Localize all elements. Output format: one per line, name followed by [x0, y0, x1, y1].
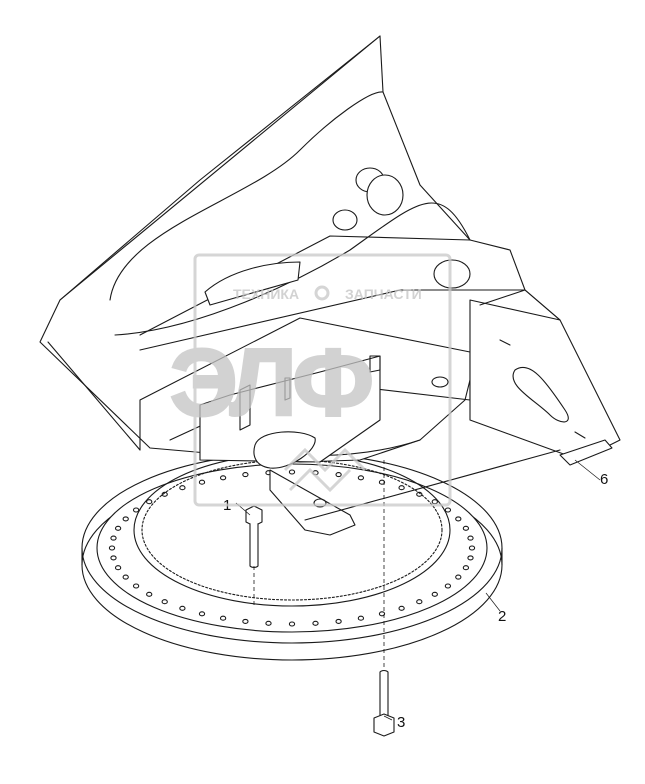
ring-bolt-holes [108, 469, 476, 627]
callout-3: 3 [397, 714, 405, 731]
watermark-top-text: ТЕХНИКА [233, 286, 299, 302]
ring-bolt-hole [357, 475, 365, 481]
turntable-frame [39, 35, 561, 536]
ring-bolt-hole [146, 591, 153, 597]
watermark-logo: ТЕХНИКА ЗАПЧАСТИ ЭЛФ [169, 253, 452, 507]
ring-bolt-hole [462, 525, 470, 531]
connecting-rod [304, 449, 561, 521]
ring-bolt-hole [288, 621, 296, 627]
ring-bolt-hole [219, 615, 227, 621]
ring-bolt-hole [288, 469, 296, 475]
callout-2: 2 [498, 608, 506, 625]
ring-bolt-hole [108, 545, 116, 551]
ring-bolt-hole [312, 620, 319, 626]
ring-bolt-hole [398, 485, 405, 491]
ring-bolt-hole [431, 591, 438, 597]
ring-bolt-hole [146, 499, 153, 505]
ring-bolt-hole [467, 535, 474, 541]
ring-bolt-hole [110, 555, 117, 561]
ring-bolt-hole [114, 525, 122, 531]
ring-bolt-hole [242, 618, 249, 624]
ring-bolt-hole [161, 491, 168, 497]
callout-6: 6 [600, 471, 608, 488]
ring-bolt-hole [132, 507, 140, 513]
ring-bolt-hole [198, 479, 206, 485]
ring-bolt-hole [378, 479, 386, 485]
ring-bolt-hole [357, 615, 365, 621]
ring-bolt-hole [265, 620, 272, 626]
leader-3 [383, 715, 393, 721]
ring-bolt-hole [444, 507, 452, 513]
leader-6 [574, 459, 601, 481]
ring-bolt-hole [444, 583, 452, 589]
ring-bolt-hole [242, 472, 249, 478]
ring-bolt-hole [416, 491, 423, 497]
watermark-letters: ЭЛФ [170, 330, 371, 436]
ring-bolt-hole [335, 618, 342, 624]
watermark-right-text: ЗАПЧАСТИ [345, 286, 422, 302]
ring-bolt-hole [110, 535, 117, 541]
ring-bolt-hole [335, 472, 342, 478]
ring-bolt-hole [179, 605, 186, 611]
leader-2 [485, 592, 501, 612]
ring-bolt-hole [179, 485, 186, 491]
side-bracket [469, 289, 621, 466]
ring-bolt-hole [132, 583, 140, 589]
ring-bolt-hole [122, 574, 129, 580]
ring-bolt-hole [198, 611, 206, 617]
ring-bolt-hole [219, 475, 227, 481]
ring-bolt-hole [455, 516, 462, 522]
ring-bolt-hole [114, 565, 122, 571]
ring-bolt-hole [455, 574, 462, 580]
bolt-3 [373, 460, 395, 737]
ring-bolt-hole [462, 565, 470, 571]
ring-bolt-hole [122, 516, 129, 522]
ring-bolt-hole [398, 605, 405, 611]
ring-bolt-hole [378, 611, 386, 617]
ring-bolt-hole [416, 599, 423, 605]
ring-bolt-hole [468, 545, 476, 551]
ring-bolt-hole [161, 599, 168, 605]
ring-bolt-hole [467, 555, 474, 561]
bolt-1 [245, 505, 263, 605]
